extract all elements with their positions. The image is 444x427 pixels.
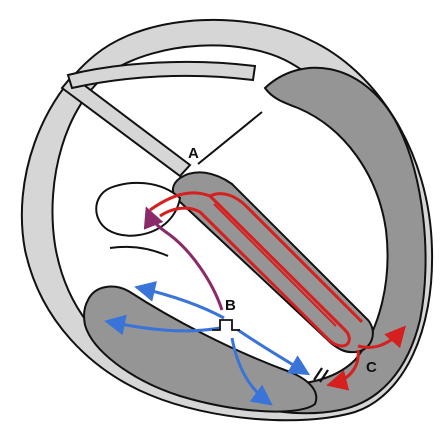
label-b: B	[225, 297, 236, 314]
label-a: A	[188, 145, 199, 162]
label-c: C	[366, 359, 377, 376]
